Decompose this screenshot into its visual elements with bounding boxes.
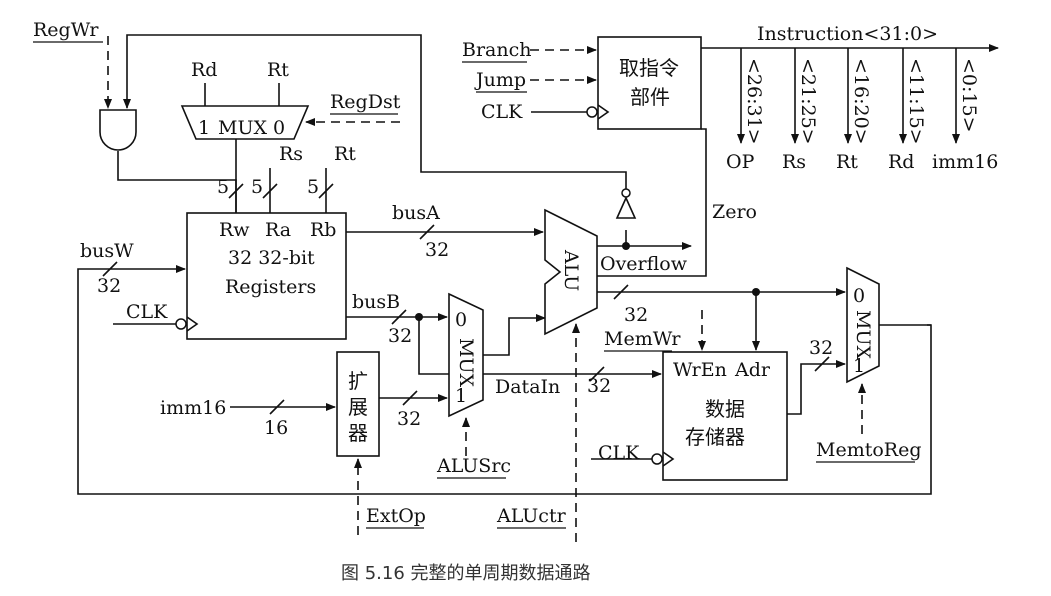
busw-label: busW	[80, 240, 134, 262]
extender: 扩 展 器	[336, 351, 380, 457]
extender-char-3: 器	[348, 421, 368, 445]
memory-adr-label: Adr	[734, 359, 771, 381]
overflow-inverter	[615, 196, 637, 219]
regwr-label: RegWr	[33, 19, 99, 41]
width-5-ra: 5	[251, 176, 263, 198]
regfile-clk-label: CLK	[126, 301, 168, 323]
regfile-rt-in-label: Rt	[334, 143, 356, 165]
data-memory: WrEn Adr 数据 存储器	[662, 351, 788, 481]
alu-out-width: 32	[624, 304, 648, 326]
memtoreg-mux-port0: 0	[853, 285, 865, 307]
ifu-line2: 部件	[630, 85, 670, 109]
width-5-rw: 5	[217, 176, 229, 198]
regdst-mux-rt-label: Rt	[267, 59, 289, 81]
regdst-label: RegDst	[330, 91, 401, 113]
memwr-label: MemWr	[604, 328, 681, 350]
regdst-mux-port0: 0	[273, 117, 285, 139]
busb-width: 32	[388, 325, 412, 347]
regfile-rs-in-label: Rs	[279, 143, 303, 165]
instruction-fields: <26:31> <21:25> <16:20> <11:15> <0:15> O…	[726, 48, 998, 173]
jump-label: Jump	[474, 69, 526, 91]
alu: ALU	[544, 208, 598, 336]
regfile-ra-label: Ra	[265, 219, 291, 241]
memory-name-line1: 数据	[705, 397, 745, 421]
regdst-mux-port1: 1	[198, 117, 210, 139]
field-imm16-name: imm16	[932, 151, 998, 173]
busa-label: busA	[392, 202, 440, 224]
regfile-rw-label: Rw	[219, 219, 250, 241]
regdst-mux: Rd Rt 1 MUX 0	[180, 59, 310, 140]
busw-width: 32	[97, 275, 121, 297]
memtoreg-label: MemtoReg	[816, 439, 922, 461]
extender-char-1: 扩	[348, 369, 368, 393]
regfile-name-label: Registers	[225, 276, 316, 298]
regwr-control: RegWr	[33, 19, 112, 109]
field-rs-name: Rs	[782, 151, 806, 173]
memtoreg-mux-label: MUX	[852, 310, 874, 359]
mem-out-width: 32	[809, 337, 833, 359]
memory-wren-label: WrEn	[673, 359, 727, 381]
regwr-and-gate	[99, 109, 137, 151]
alusrc-mux-port1: 1	[455, 385, 467, 407]
field-rs-range: <21:25>	[797, 58, 819, 145]
register-file: Rw Ra Rb 32 32-bit Registers	[186, 212, 347, 340]
alusrc-mux-label: MUX	[455, 338, 477, 387]
imm16-input-label: imm16	[160, 397, 226, 419]
extender-char-2: 展	[348, 395, 368, 419]
ext-out-width: 32	[397, 408, 421, 430]
field-rd-range: <11:15>	[905, 58, 927, 145]
regdst-mux-label: MUX	[218, 117, 267, 139]
width-5-rb: 5	[307, 176, 319, 198]
busb-label: busB	[352, 291, 400, 313]
field-op-name: OP	[726, 151, 755, 173]
memory-name-line2: 存储器	[685, 425, 745, 449]
regfile-rb-label: Rb	[310, 219, 336, 241]
ifu-clk-label: CLK	[481, 101, 523, 123]
overflow-label: Overflow	[600, 253, 688, 275]
ifu-line1: 取指令	[619, 56, 679, 80]
field-rd-name: Rd	[888, 151, 914, 173]
field-imm16-range: <0:15>	[958, 58, 980, 133]
field-rt-range: <16:20>	[850, 58, 872, 145]
alusrc-mux-port0: 0	[455, 309, 467, 331]
aluctr-label: ALUctr	[496, 505, 567, 527]
memtoreg-mux: 0 MUX 1	[846, 266, 880, 384]
memory-clk-label: CLK	[598, 442, 640, 464]
regdst-mux-rd-label: Rd	[191, 59, 217, 81]
datain-width: 32	[587, 375, 611, 397]
zero-label: Zero	[712, 201, 757, 223]
alu-label: ALU	[560, 249, 582, 291]
busa-width: 32	[425, 239, 449, 261]
alusrc-label: ALUSrc	[436, 455, 511, 477]
alusrc-mux: 0 MUX 1	[448, 292, 484, 418]
regfile-size-label: 32 32-bit	[228, 247, 315, 269]
extop-label: ExtOp	[366, 505, 426, 527]
instruction-bus-label: Instruction<31:0>	[757, 23, 938, 45]
imm16-width: 16	[264, 417, 288, 439]
figure-caption: 图 5.16 完整的单周期数据通路	[341, 563, 591, 584]
memtoreg-mux-port1: 1	[853, 355, 865, 377]
branch-label: Branch	[462, 39, 532, 61]
field-op-range: <26:31>	[743, 58, 765, 145]
field-rt-name: Rt	[836, 151, 858, 173]
datain-label: DataIn	[495, 376, 560, 398]
ifu-block: 取指令 部件	[597, 36, 702, 130]
